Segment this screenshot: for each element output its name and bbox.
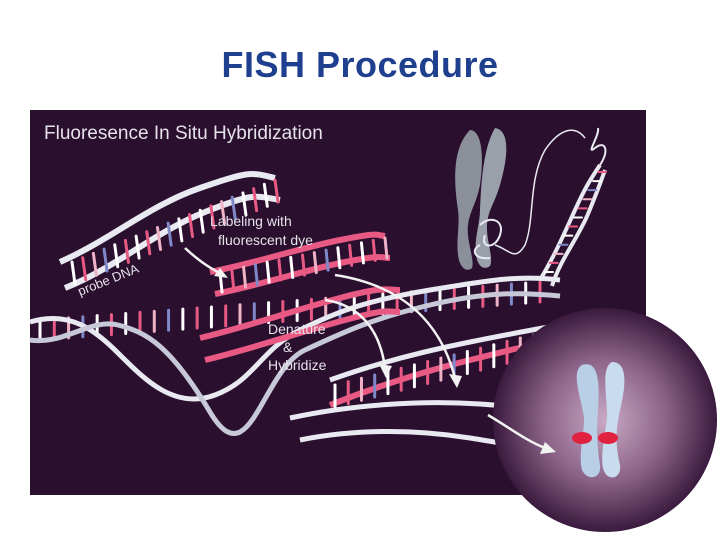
base-pair-rung (244, 267, 246, 287)
denature-label-line3: Hybridize (268, 357, 327, 373)
base-pair-rung (350, 245, 352, 265)
figure-heading: Fluoresence In Situ Hybridization (44, 123, 323, 144)
base-pair-rung (314, 253, 316, 273)
fish-signal-left (572, 432, 592, 444)
labeling-label-line1: Labeling with (210, 213, 292, 229)
base-pair-rung (361, 243, 363, 263)
base-pair-rung (279, 260, 281, 280)
base-pair-rung (291, 257, 293, 277)
base-pair-rung (338, 248, 340, 268)
base-pair-rung (326, 250, 328, 270)
denature-label-line1: Denature (268, 321, 326, 337)
base-pair-rung (267, 262, 269, 282)
base-pair-rung (232, 270, 234, 290)
base-pair-rung (373, 240, 375, 260)
base-pair-rung (385, 238, 387, 258)
base-pair-rung (303, 255, 305, 275)
denature-label-line2: & (283, 339, 293, 355)
base-pair-rung (255, 265, 257, 285)
labeling-label-line2: fluorescent dye (218, 232, 313, 248)
cell-nucleus (493, 308, 717, 532)
fish-signal-right (598, 432, 618, 444)
